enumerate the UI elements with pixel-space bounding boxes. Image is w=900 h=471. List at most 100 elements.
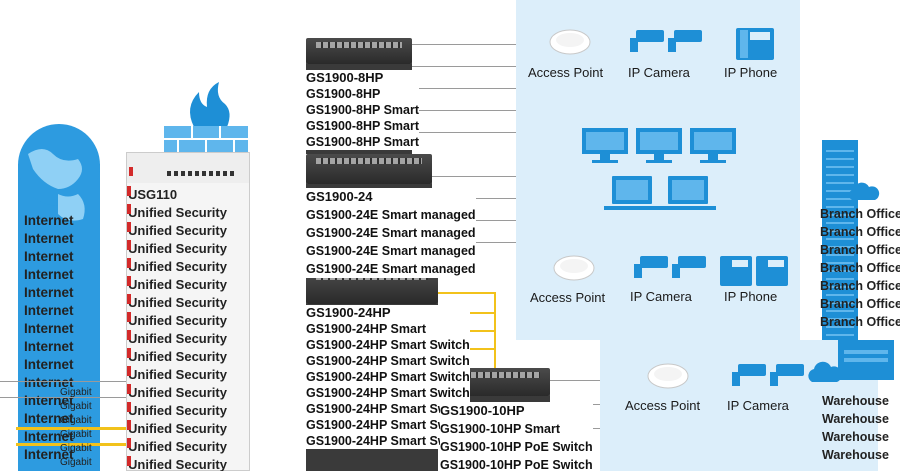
link-line — [432, 176, 516, 177]
internet-label: Internet — [24, 213, 74, 228]
usg-model-label: USG110 — [128, 187, 178, 202]
gs1900-24hp-sub: GS1900-24HP Smart Switch — [306, 401, 470, 417]
gs1900-24hp-sub: GS1900-24HP Smart — [306, 321, 470, 337]
internet-label: Internet — [24, 303, 74, 318]
globe-icon — [18, 124, 100, 471]
access-point-icon — [548, 26, 592, 61]
usg-label: Unified Security — [128, 385, 227, 400]
usg-label: Unified Security — [128, 367, 227, 382]
gs1900-10hp-title: GS1900-10HP — [440, 402, 593, 420]
gs1900-24-sub: GS1900-24E Smart managed — [306, 206, 476, 224]
internet-label-stack: Internet Internet Internet Internet Inte… — [24, 212, 74, 464]
usg-label: Unified Security — [128, 439, 227, 454]
warehouse-icon — [808, 336, 896, 393]
usg-label: Unified Security — [128, 349, 227, 364]
usg-label: Unified Security — [128, 331, 227, 346]
gs1900-24hp-sub: GS1900-24HP Smart Switch — [306, 385, 470, 401]
branch-office-label: Branch Office — [820, 207, 900, 221]
usg-label-stack: USG110 Unified Security Unified Security… — [128, 186, 227, 471]
gs1900-24-sub: GS1900-24E Smart managed — [306, 260, 476, 278]
gigabit-label: Gigabit — [60, 443, 92, 454]
zone1-access-point-label: Access Point — [528, 65, 604, 80]
gs1900-8hp-sub: GS1900-8HP — [306, 86, 420, 102]
zone2-access-point-label: Access Point — [530, 290, 606, 305]
gs1900-24-sub: GS1900-24E Smart managed — [306, 224, 476, 242]
internet-label: Internet — [24, 375, 74, 390]
gs1900-24hp-sub: GS1900-24HP Smart Switch — [306, 433, 470, 449]
gs1900-24hp-sub: GS1900-24HP Smart Switch — [306, 337, 470, 353]
poe-link-line — [438, 292, 496, 294]
ip-phone-icon — [720, 256, 788, 291]
usg-label: Unified Security — [128, 403, 227, 418]
internet-label: Internet — [24, 393, 74, 408]
gs1900-10hp-label-stack: GS1900-10HP GS1900-10HP Smart GS1900-10H… — [440, 402, 593, 471]
gs1900-8hp-sub: GS1900-8HP Smart — [306, 102, 420, 118]
zone2-ip-camera-label: IP Camera — [630, 289, 692, 304]
ip-camera-icon — [628, 28, 708, 61]
gs1900-8hp-sub: GS1900-8HP Smart — [306, 134, 420, 150]
ip-phone-icon — [736, 24, 774, 65]
gigabit-label: Gigabit — [60, 387, 92, 398]
access-point-icon — [552, 252, 596, 287]
usg-label: Unified Security — [128, 205, 227, 220]
branch-office-label: Branch Office — [820, 315, 900, 329]
internet-label: Internet — [24, 285, 74, 300]
switch-gs1900-8hp — [306, 38, 412, 64]
gs1900-24hp-sub: GS1900-24HP Smart Switch — [306, 369, 470, 385]
gs1900-8hp-label-stack: GS1900-8HP GS1900-8HP GS1900-8HP Smart G… — [306, 70, 420, 150]
gs1900-24hp-sub: GS1900-24HP Smart Switch — [306, 417, 470, 433]
branch-office-label: Branch Office — [820, 243, 900, 257]
branch-office-label: Branch Office — [820, 261, 900, 275]
zone1-ip-camera-label: IP Camera — [628, 65, 690, 80]
internet-label: Internet — [24, 357, 74, 372]
link-line — [412, 44, 516, 45]
warehouse-label: Warehouse — [822, 430, 889, 444]
gs1900-24hp-sub: GS1900-24HP Smart Switch — [306, 353, 470, 369]
internet-label: Internet — [24, 267, 74, 282]
link-line — [412, 66, 516, 67]
internet-label: Internet — [24, 339, 74, 354]
usg-label: Unified Security — [128, 295, 227, 310]
usg-label: Unified Security — [128, 421, 227, 436]
link-line — [412, 110, 516, 111]
branch-office-label-stack: Branch Office Branch Office Branch Offic… — [820, 205, 900, 331]
computers-icon — [580, 128, 748, 229]
internet-label: Internet — [24, 249, 74, 264]
lower-zone-panel — [600, 340, 878, 471]
gs1900-24-title: GS1900-24 — [306, 188, 476, 206]
gs1900-24hp-title: GS1900-24HP — [306, 305, 470, 321]
link-line — [550, 380, 600, 381]
switch-gs1900-24 — [306, 154, 432, 184]
warehouse-label: Warehouse — [822, 412, 889, 426]
zone1-ip-phone-label: IP Phone — [724, 65, 778, 80]
usg-label: Unified Security — [128, 259, 227, 274]
gigabit-label: Gigabit — [60, 429, 92, 440]
usg-label: Unified Security — [128, 223, 227, 238]
warehouse-label: Warehouse — [822, 394, 889, 408]
branch-office-label: Branch Office — [820, 279, 900, 293]
gs1900-10hp-sub: GS1900-10HP PoE Switch — [440, 438, 593, 456]
branch-office-label: Branch Office — [820, 297, 900, 311]
link-line — [0, 381, 128, 382]
usg-label: Unified Security — [128, 277, 227, 292]
usg-label: Unified Security — [128, 313, 227, 328]
internet-label: Internet — [24, 447, 74, 462]
usg-red-marks — [127, 186, 131, 471]
link-line — [412, 88, 516, 89]
usg-label: Unified Security — [128, 457, 227, 471]
internet-label: Internet — [24, 429, 74, 444]
ip-camera-icon — [632, 254, 712, 287]
gigabit-label: Gigabit — [60, 457, 92, 468]
warehouse-label-stack: Warehouse Warehouse Warehouse Warehouse — [822, 392, 889, 464]
gigabit-label-stack: Gigabit Gigabit Gigabit Gigabit Gigabit … — [60, 386, 92, 470]
poe-link-line — [16, 443, 128, 446]
link-line — [0, 397, 128, 398]
gs1900-24hp-label-stack: GS1900-24HP GS1900-24HP Smart GS1900-24H… — [306, 305, 470, 449]
zone2-ip-phone-label: IP Phone — [724, 289, 778, 304]
usg-label: Unified Security — [128, 241, 227, 256]
usg-led — [129, 167, 133, 176]
zone3-ip-camera-label: IP Camera — [727, 398, 789, 413]
zone3-access-point-label: Access Point — [625, 398, 701, 413]
ip-camera-icon — [730, 362, 810, 395]
firewall-icon — [164, 82, 248, 152]
